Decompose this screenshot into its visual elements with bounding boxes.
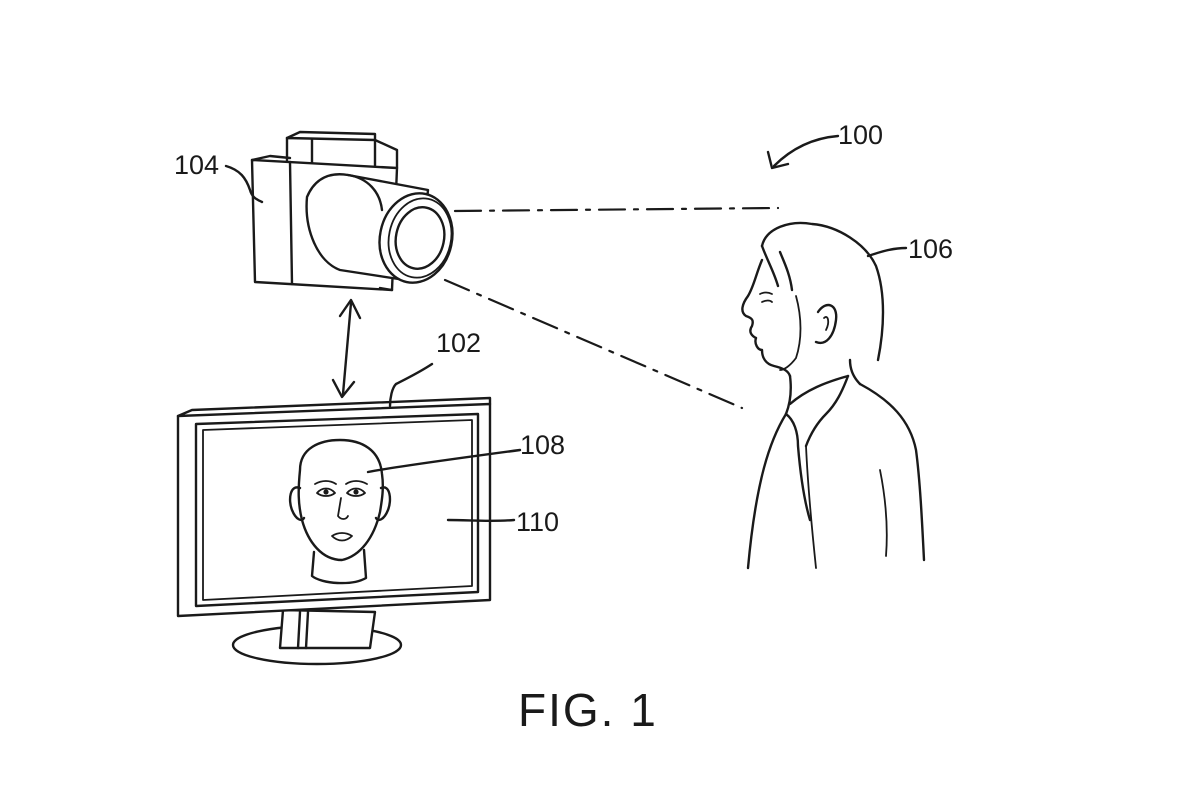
leader-108 — [366, 448, 522, 474]
label-camera: 104 — [174, 150, 219, 180]
field-of-view-lower — [443, 278, 744, 410]
person — [741, 221, 926, 570]
label-display: 102 — [436, 328, 481, 358]
label-person: 106 — [908, 234, 953, 264]
leader-110 — [446, 518, 516, 523]
leader-100 — [772, 134, 840, 168]
field-of-view-upper — [453, 206, 780, 213]
leader-102 — [388, 362, 434, 408]
leader-106 — [866, 246, 908, 258]
avatar-head — [288, 438, 392, 585]
label-screen: 110 — [516, 507, 559, 537]
figure-caption: FIG. 1 — [518, 684, 658, 736]
link-arrow — [331, 298, 362, 399]
label-system: 100 — [838, 120, 883, 150]
leader-104 — [224, 164, 264, 204]
label-avatar: 108 — [520, 430, 565, 460]
camera — [250, 130, 454, 292]
leader-100-arrowhead — [766, 150, 790, 170]
